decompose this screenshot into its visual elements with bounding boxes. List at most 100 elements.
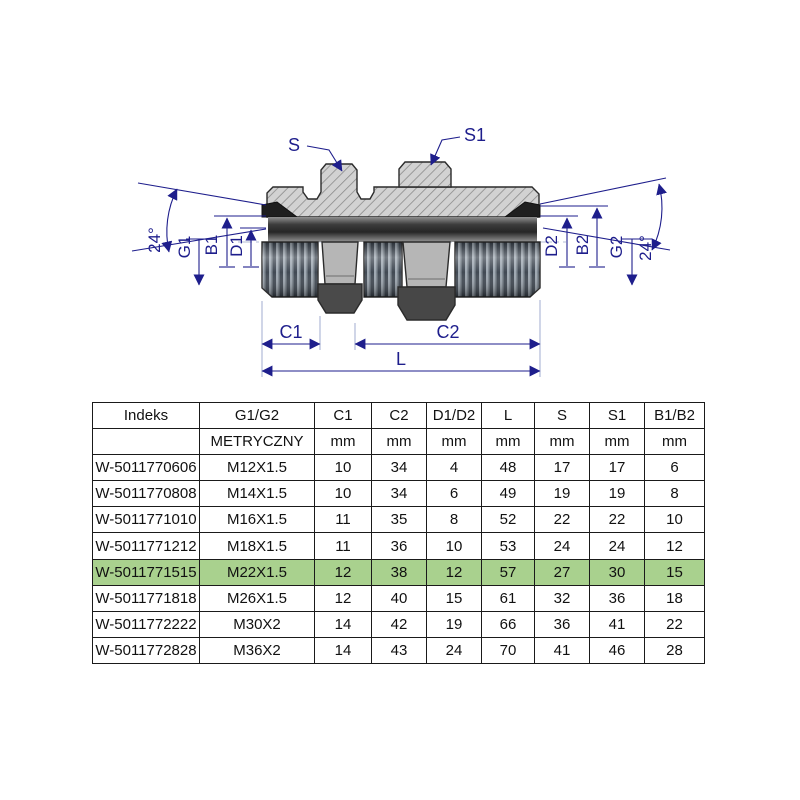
label-g1: G1 [175,236,194,259]
cell: 15 [426,584,482,612]
cell: 6 [426,480,482,508]
header-cell: C1 [314,401,372,430]
cell: W-5011770808 [92,480,200,508]
unit-cell: mm [426,428,482,456]
cell: 41 [534,636,590,664]
cell: W-5011771212 [92,532,200,560]
cell: 24 [534,532,590,560]
cone-line [137,182,267,206]
header-cell: G1/G2 [199,401,315,430]
dimension-labels: S S1 24° G1 B1 D1 D2 B2 G2 24° C1 C2 L [145,125,655,369]
cell: 8 [644,480,705,508]
cell: 27 [534,558,590,586]
cell: 19 [589,480,645,508]
label-b1: B1 [202,235,221,256]
leader-s1 [430,136,461,166]
cell: 10 [426,532,482,560]
cell: W-5011771515 [92,558,200,586]
cell: 10 [314,480,372,508]
cell: W-5011771010 [92,506,200,534]
label-c2: C2 [436,322,459,342]
cell: 30 [589,558,645,586]
cell: 48 [481,454,535,482]
cell: 18 [644,584,705,612]
thread-right [454,241,541,298]
cell: 8 [426,506,482,534]
label-c1: C1 [279,322,302,342]
hex-nut-s1 [397,241,456,321]
cell: 17 [589,454,645,482]
cone-line [542,227,671,251]
cell: 19 [426,610,482,638]
cell: 34 [371,454,427,482]
label-l: L [396,349,406,369]
header-cell: D1/D2 [426,401,482,430]
angle-arc-right [651,183,667,251]
cell: 43 [371,636,427,664]
thread-middle [363,241,403,298]
unit-cell: mm [314,428,372,456]
cell: 10 [314,454,372,482]
cell: 36 [371,532,427,560]
cell: 10 [644,506,705,534]
label-s1: S1 [464,125,486,145]
cell: 14 [314,636,372,664]
cell: M22X1.5 [199,558,315,586]
cell: 14 [314,610,372,638]
cell: W-5011770606 [92,454,200,482]
unit-cell [92,428,200,456]
unit-cell: mm [644,428,705,456]
cell: M14X1.5 [199,480,315,508]
cell: 57 [481,558,535,586]
hex-nut-s [317,241,363,314]
cell: 61 [481,584,535,612]
cell: 36 [589,584,645,612]
cell: M26X1.5 [199,584,315,612]
cell: W-5011772222 [92,610,200,638]
cell: 24 [589,532,645,560]
cell: 6 [644,454,705,482]
angle-arc-left [161,188,178,253]
cell: 53 [481,532,535,560]
cell: 12 [426,558,482,586]
header-cell: S [534,401,590,430]
cell: 15 [644,558,705,586]
cell: 22 [534,506,590,534]
unit-cell: METRYCZNY [199,428,315,456]
cell: 22 [589,506,645,534]
cell: M16X1.5 [199,506,315,534]
label-angle-left: 24° [145,227,164,253]
label-g2: G2 [607,236,626,259]
cell: 12 [314,584,372,612]
cell: 4 [426,454,482,482]
section-hex-s1 [398,161,452,188]
unit-cell: mm [534,428,590,456]
cell: W-5011772828 [92,636,200,664]
cell: 41 [589,610,645,638]
label-s: S [288,135,300,155]
header-cell: S1 [589,401,645,430]
cell: 49 [481,480,535,508]
cell: 19 [534,480,590,508]
header-cell: B1/B2 [644,401,705,430]
cell: 70 [481,636,535,664]
label-d1: D1 [227,235,246,257]
unit-cell: mm [589,428,645,456]
label-d2: D2 [542,235,561,257]
cell: 36 [534,610,590,638]
cell: 35 [371,506,427,534]
cone-line [539,177,667,205]
